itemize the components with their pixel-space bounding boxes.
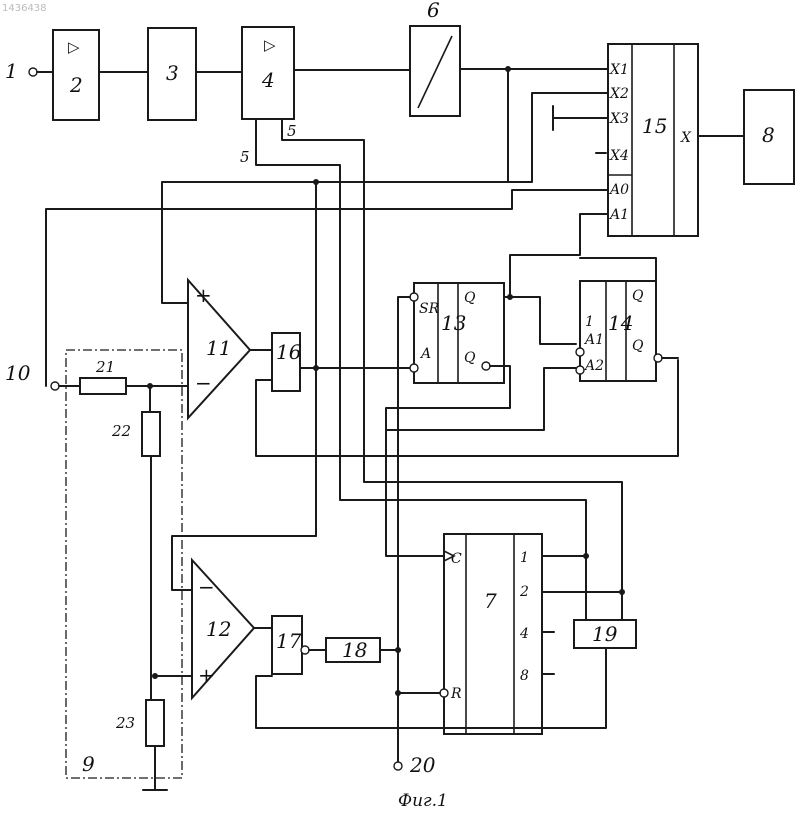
svg-text:9: 9 — [82, 752, 95, 776]
svg-text:+: + — [198, 663, 215, 687]
svg-text:1: 1 — [520, 550, 529, 566]
svg-text:20: 20 — [409, 753, 436, 777]
svg-text:10: 10 — [5, 361, 31, 385]
svg-text:R: R — [450, 686, 462, 702]
svg-text:A: A — [419, 346, 431, 362]
svg-text:C: C — [451, 551, 462, 567]
block-17: 17 — [272, 616, 302, 674]
block-16: 16 — [272, 333, 302, 391]
resistor-21: 21 — [80, 358, 126, 394]
svg-text:A2: A2 — [583, 358, 604, 374]
svg-text:X2: X2 — [609, 86, 629, 102]
svg-text:▷: ▷ — [264, 36, 276, 54]
svg-text:Q: Q — [632, 338, 644, 354]
svg-text:2: 2 — [519, 584, 529, 600]
svg-text:12: 12 — [206, 617, 231, 641]
trigger-14: 1 A1 A2 Q Q 14 — [576, 281, 662, 381]
block-8: 8 — [744, 90, 794, 184]
counter-7: C R 1 2 4 8 7 — [440, 534, 542, 734]
comparator-11: + − 11 — [188, 280, 250, 418]
svg-text:−: − — [195, 371, 212, 395]
output-terminal-20: 20 — [394, 753, 436, 777]
svg-text:−: − — [198, 575, 215, 599]
resistor-23: 23 — [115, 700, 164, 746]
svg-text:8: 8 — [762, 123, 775, 147]
svg-text:X: X — [680, 130, 692, 146]
svg-text:19: 19 — [592, 622, 618, 646]
svg-text:▷: ▷ — [68, 38, 80, 56]
svg-text:5: 5 — [240, 148, 250, 166]
svg-text:1: 1 — [585, 314, 594, 330]
input-terminal-10: 10 — [5, 361, 59, 390]
svg-text:Q: Q — [464, 350, 476, 366]
input-terminal-1: 1 — [5, 59, 37, 83]
block-6-converter: 6 — [410, 0, 460, 116]
svg-text:23: 23 — [115, 714, 135, 732]
svg-text:7: 7 — [484, 589, 497, 613]
svg-text:X1: X1 — [609, 62, 629, 78]
block-4-amplifier: ▷ 4 5 5 — [240, 27, 297, 166]
svg-text:A1: A1 — [583, 332, 604, 348]
block-18: 18 — [326, 638, 380, 662]
svg-text:15: 15 — [642, 114, 667, 138]
resistor-22: 22 — [111, 412, 160, 456]
svg-text:21: 21 — [95, 358, 115, 376]
svg-text:4: 4 — [519, 626, 529, 642]
svg-text:3: 3 — [166, 61, 179, 85]
svg-text:A0: A0 — [608, 182, 629, 198]
svg-text:2: 2 — [69, 73, 83, 97]
svg-text:11: 11 — [206, 336, 231, 360]
svg-text:22: 22 — [111, 422, 131, 440]
svg-text:Q: Q — [632, 288, 644, 304]
svg-text:18: 18 — [342, 638, 367, 662]
trigger-13: SR A Q Q 13 — [410, 283, 504, 383]
svg-text:13: 13 — [441, 311, 466, 335]
svg-text:16: 16 — [276, 340, 302, 364]
svg-text:A1: A1 — [608, 207, 629, 223]
block-19: 19 — [574, 620, 636, 648]
svg-text:+: + — [195, 283, 212, 307]
svg-text:14: 14 — [608, 311, 633, 335]
comparator-12: − + 12 — [192, 560, 254, 698]
svg-text:SR: SR — [419, 301, 440, 317]
svg-text:4: 4 — [261, 68, 275, 92]
svg-text:5: 5 — [287, 122, 297, 140]
svg-text:X3: X3 — [609, 111, 629, 127]
block-2-amplifier: ▷ 2 — [53, 30, 99, 120]
block-15-multiplexer: X1 X2 X3 X4 A0 A1 15 X — [608, 44, 698, 236]
figure-caption: Фиг.1 — [398, 791, 448, 811]
svg-text:8: 8 — [520, 668, 529, 684]
svg-text:6: 6 — [427, 0, 440, 22]
svg-text:17: 17 — [276, 629, 302, 653]
svg-text:X4: X4 — [609, 148, 629, 164]
svg-text:Q: Q — [464, 290, 476, 306]
block-3: 3 — [148, 28, 196, 120]
svg-text:1: 1 — [5, 59, 18, 83]
corner-mark: 1436438 — [2, 3, 47, 14]
